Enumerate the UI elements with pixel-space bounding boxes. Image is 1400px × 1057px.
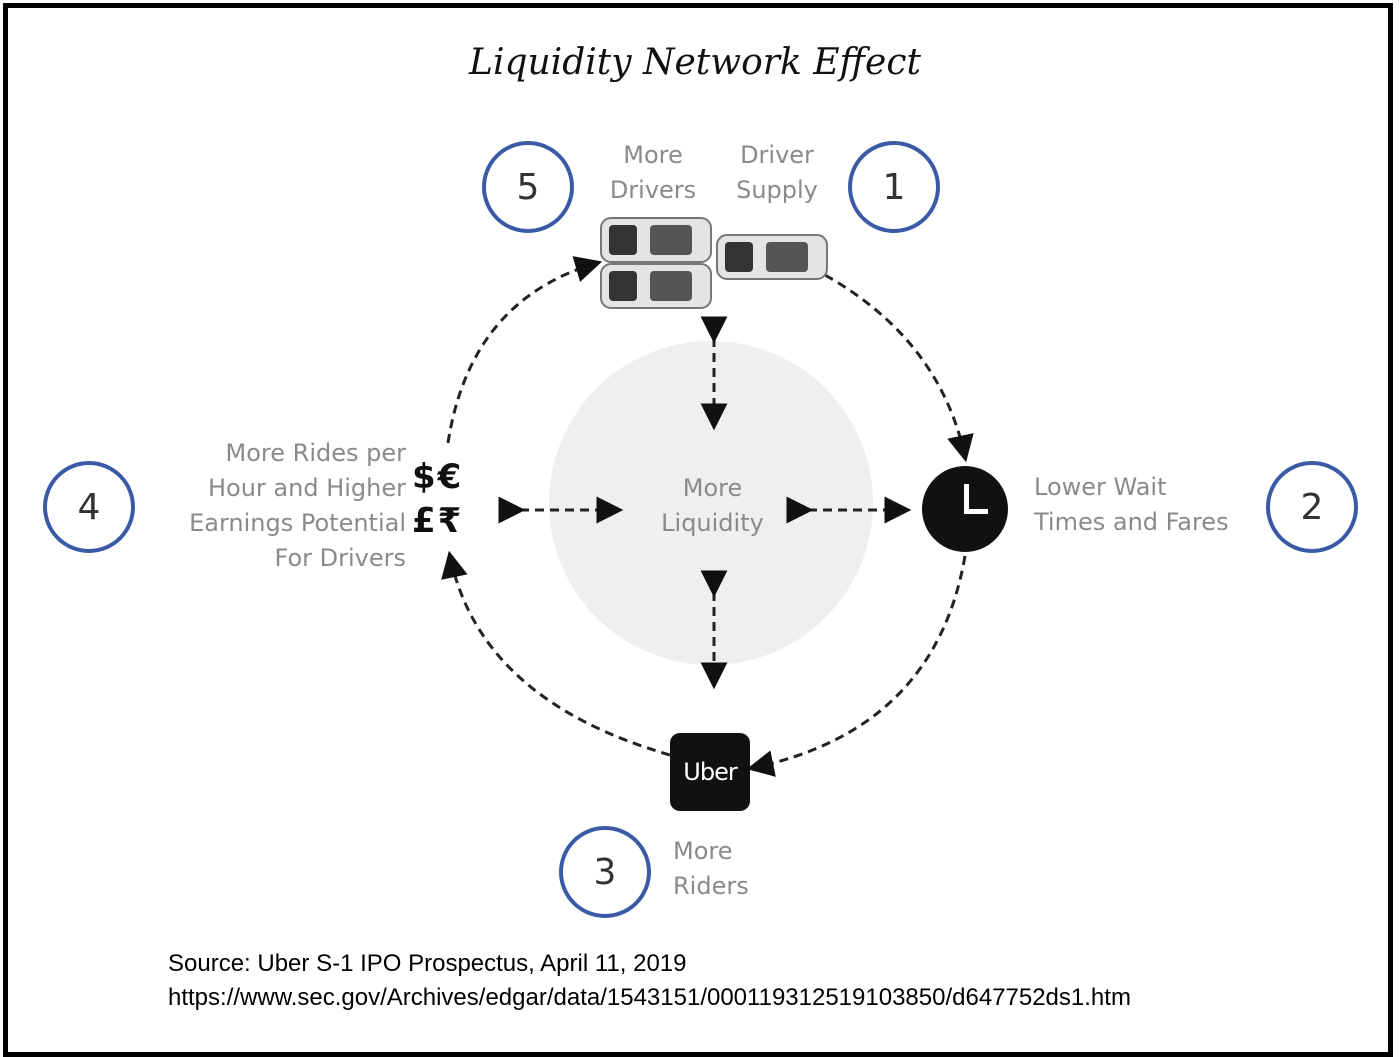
currency-icon: $€ £₹ [412,455,463,543]
step-4-label-line-2: Hour and Higher [207,474,406,502]
arrow-wait-to-riders [746,555,967,777]
car-icon [600,263,712,309]
step-3-label: More Riders [673,834,783,904]
car-icon [600,217,712,263]
center-label-line-1: More [682,474,743,502]
source-url: https://www.sec.gov/Archives/edgar/data/… [168,984,1131,1011]
currency-row-1: $€ [412,457,464,497]
step-2-label-line-1: Lower Wait [1034,473,1167,501]
step-5-label: More Drivers [604,138,702,208]
uber-logo: Uber [670,733,750,811]
arrow-earnings-to-drivers [446,256,603,444]
step-5-label-line-2: Drivers [609,176,697,204]
step-3-number: 3 [559,826,651,918]
center-label-line-2: Liquidity [661,509,764,537]
clock-icon [922,466,1008,552]
car-icon [716,234,828,280]
step-2-label-line-2: Times and Fares [1034,508,1229,536]
arrow-supply-to-wait [824,273,974,463]
step-1-number: 1 [848,141,940,233]
step-4-label-line-1: More Rides per [225,439,406,467]
step-3-label-line-2: Riders [673,872,749,900]
step-1-label: Driver Supply [728,138,826,208]
step-5-number: 5 [482,141,574,233]
step-2-number: 2 [1266,461,1358,553]
center-label: More Liquidity [640,471,785,541]
step-4-label-line-4: For Drivers [274,544,406,572]
step-5-label-line-1: More [623,141,683,169]
diagram-title: Liquidity Network Effect [469,42,921,83]
step-4-number: 4 [43,461,135,553]
source-line-1: Source: Uber S-1 IPO Prospectus, April 1… [168,950,687,977]
currency-row-2: £₹ [412,501,464,541]
step-4-label-line-3: Earnings Potential [189,509,406,537]
step-1-label-line-1: Driver [740,141,814,169]
step-1-label-line-2: Supply [736,176,818,204]
arrow-riders-to-earnings [441,550,671,757]
step-3-label-line-1: More [673,837,733,865]
step-4-label: More Rides per Hour and Higher Earnings … [150,436,406,576]
step-2-label: Lower Wait Times and Fares [1034,470,1259,540]
